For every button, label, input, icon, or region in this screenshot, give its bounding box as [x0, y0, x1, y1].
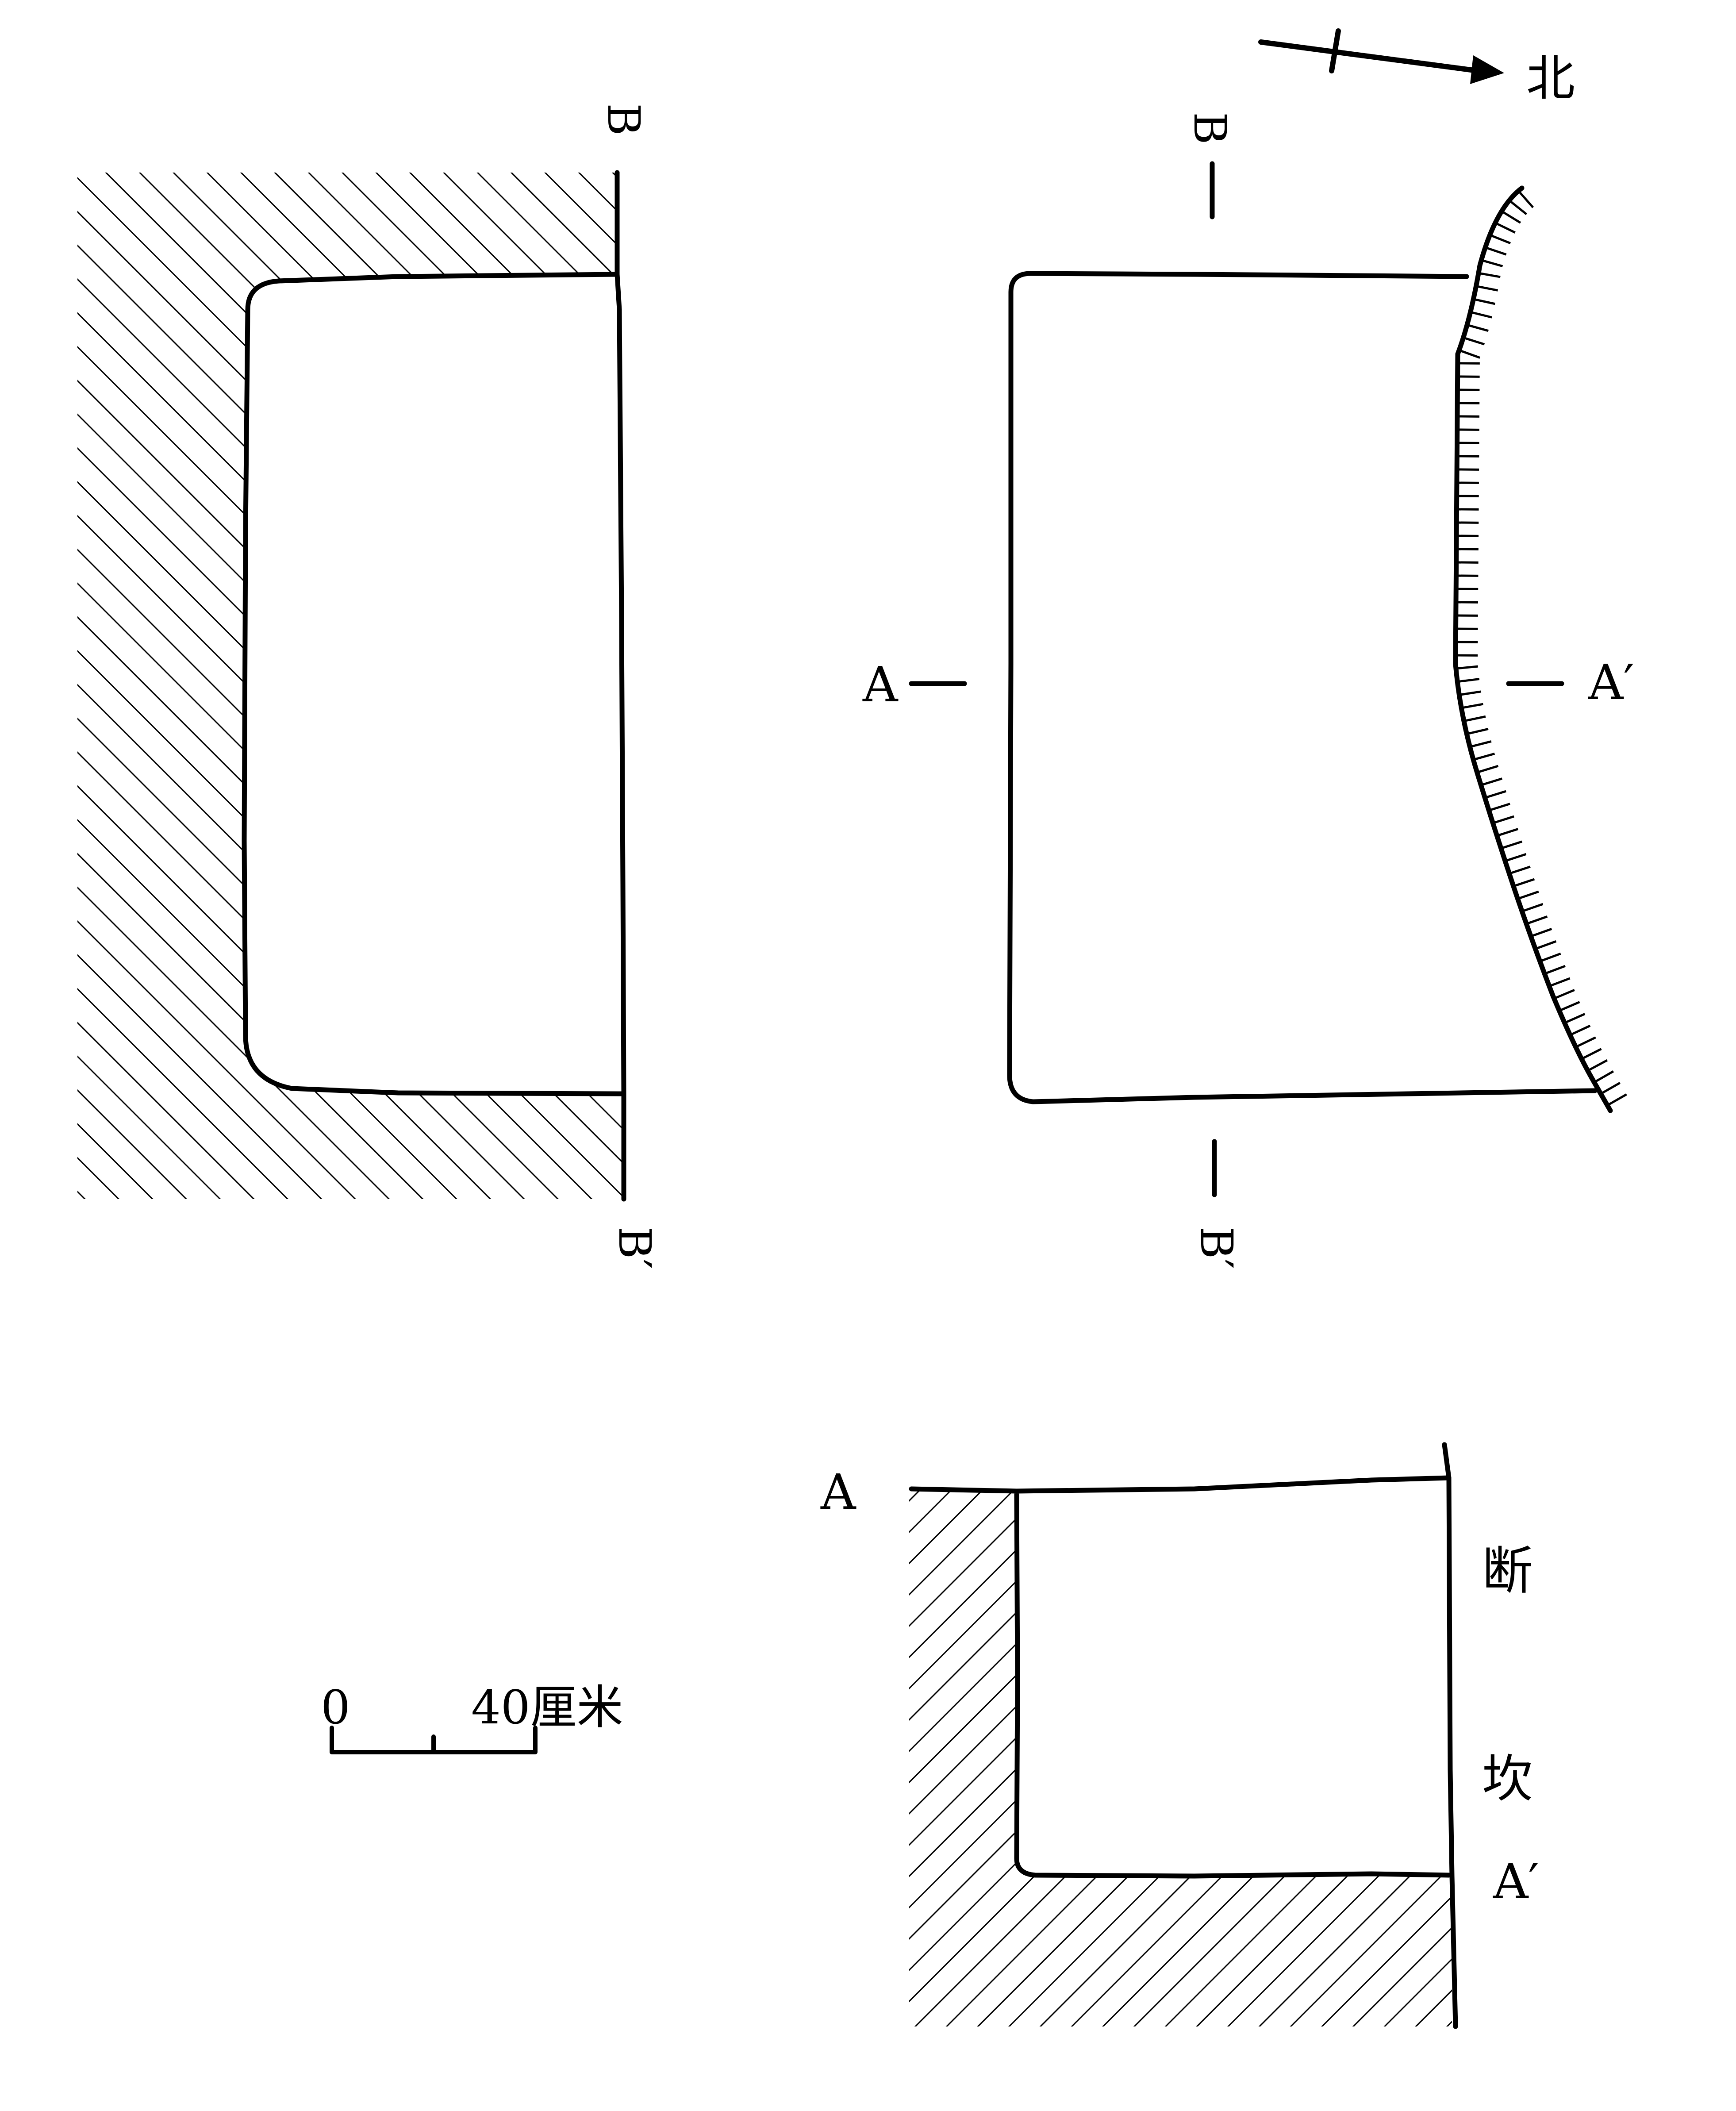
- cliff-hachure-tick: [1594, 1070, 1614, 1084]
- cliff-hachure-tick: [1521, 903, 1544, 913]
- cliff-hachure-tick: [1459, 349, 1480, 359]
- cliff-hachure-tick: [1481, 259, 1503, 267]
- north-arrow-head: [1470, 55, 1504, 84]
- cliff-hachure-tick: [1476, 765, 1499, 774]
- plan-view: B B′ A A′: [862, 112, 1634, 1269]
- scale-bar-end-label: 40厘米: [471, 1680, 623, 1734]
- cliff-hachure-tick: [1484, 790, 1506, 799]
- cliff-hachure-tick: [1461, 703, 1483, 709]
- plan-cliff-edge: [1453, 185, 1613, 1113]
- section-aa-cliff-char-2: 坎: [1482, 1750, 1533, 1809]
- scale-bar-start-label: 0: [321, 1680, 350, 1734]
- cliff-hachure-tick: [1569, 1024, 1591, 1036]
- cliff-hachure-tick: [1463, 715, 1486, 722]
- cliff-hachure-tick: [1459, 690, 1482, 696]
- cliff-hachure-tick: [1480, 777, 1503, 786]
- section-aa-label-left: A: [820, 1464, 856, 1520]
- section-aa-pit-outline: [909, 1475, 1452, 1879]
- cliff-hachure-tick: [1476, 285, 1498, 292]
- cliff-hachure-tick: [1526, 915, 1548, 925]
- cliff-hachure-tick: [1496, 828, 1519, 837]
- cliff-hachure-tick: [1457, 678, 1480, 683]
- cliff-hachure-tick: [1466, 728, 1489, 735]
- section-bb-hatch: [77, 173, 624, 1199]
- cliff-hachure-tick: [1505, 853, 1527, 862]
- cliff-hachure-tick: [1489, 234, 1511, 245]
- cliff-hachure-tick: [1492, 815, 1514, 824]
- section-bb-pit-outline: [242, 272, 626, 1096]
- cliff-hachure-tick: [1600, 1082, 1621, 1095]
- cliff-hachure-tick: [1539, 952, 1561, 962]
- cliff-hachure-tick: [1606, 1093, 1627, 1107]
- cliff-hachure-tick: [1470, 311, 1492, 319]
- section-aa: A A′ 断 坎: [820, 1442, 1539, 2029]
- cliff-hachure-tick: [1463, 336, 1485, 346]
- cliff-hachure-tick: [1508, 199, 1528, 215]
- section-bb: B B′: [77, 103, 661, 1269]
- cliff-hachure-tick: [1473, 298, 1495, 305]
- cliff-hachure-tick: [1581, 1048, 1602, 1060]
- cliff-hachure-tick: [1517, 890, 1539, 900]
- north-arrow-crossbar: [1329, 28, 1341, 73]
- section-aa-cliff-face: [1442, 1442, 1458, 2029]
- cliff-hachure-tick: [1544, 965, 1566, 975]
- cliff-hachure-tick: [1509, 865, 1531, 875]
- cliff-hachure-tick: [1485, 246, 1507, 256]
- section-aa-hatch: [909, 1491, 1452, 2026]
- section-aa-cliff-char-1: 断: [1482, 1542, 1533, 1601]
- cliff-hachure-tick: [1517, 190, 1534, 208]
- cliff-hachure-tick: [1501, 840, 1523, 850]
- cliff-hachure-tick: [1473, 752, 1495, 761]
- cliff-hachure-tick: [1559, 1001, 1580, 1012]
- plan-cliff-hachures: [1456, 190, 1627, 1107]
- cliff-hachure-tick: [1494, 222, 1516, 234]
- cliff-hachure-tick: [1553, 989, 1575, 1000]
- scale-bar: 0 40厘米: [321, 1680, 623, 1754]
- plan-label-a-left: A: [862, 656, 899, 713]
- cliff-hachure-tick: [1564, 1013, 1586, 1024]
- plan-pit-outline: [1007, 271, 1598, 1104]
- section-bb-ground-line: [615, 170, 626, 1202]
- cliff-hachure-tick: [1535, 940, 1557, 950]
- cliff-hachure-tick: [1501, 210, 1521, 224]
- cliff-hachure-tick: [1469, 740, 1492, 748]
- north-label: 北: [1526, 50, 1575, 107]
- cliff-hachure-tick: [1549, 977, 1571, 988]
- cliff-hachure-tick: [1575, 1036, 1596, 1048]
- north-arrow: 北: [1258, 28, 1575, 107]
- north-arrow-shaft: [1258, 39, 1480, 73]
- cliff-hachure-tick: [1488, 803, 1510, 812]
- section-bb-label-bottom: B′: [609, 1227, 661, 1269]
- scale-bar-line: [330, 1726, 538, 1754]
- section-aa-label-right: A′: [1493, 1853, 1539, 1910]
- cliff-hachure-tick: [1530, 928, 1552, 938]
- cliff-hachure-tick: [1587, 1059, 1608, 1072]
- cliff-hachure-tick: [1513, 878, 1535, 888]
- plan-label-a-right: A′: [1588, 654, 1634, 711]
- plan-label-b-bottom: B′: [1191, 1227, 1242, 1269]
- plan-label-b-top: B: [1184, 112, 1236, 145]
- cliff-hachure-tick: [1456, 665, 1478, 670]
- section-bb-label-top: B: [598, 103, 649, 136]
- cliff-hachure-tick: [1478, 272, 1501, 278]
- cliff-hachure-tick: [1467, 323, 1489, 332]
